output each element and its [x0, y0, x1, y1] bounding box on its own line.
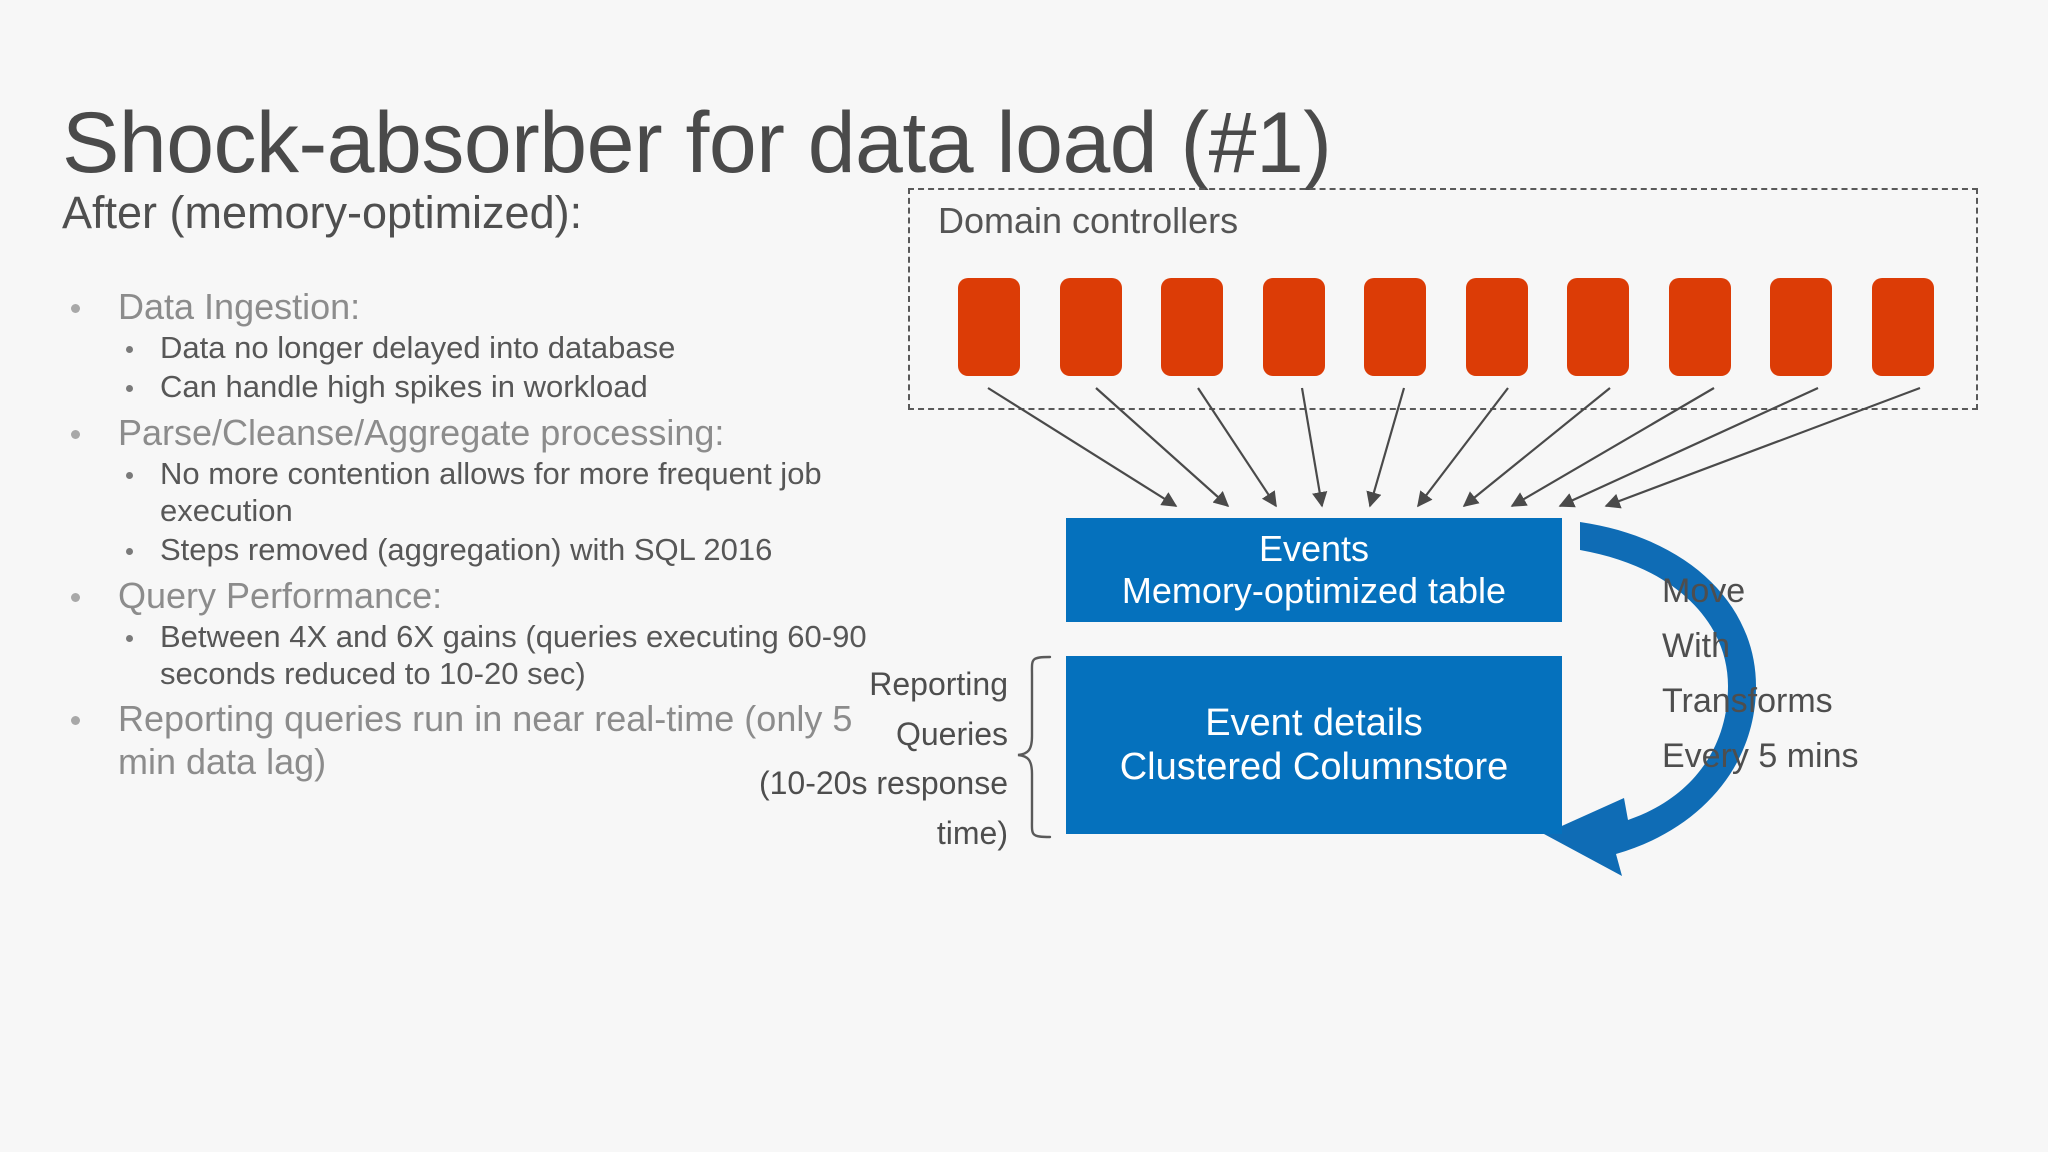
sub-bullet-list: No more contention allows for more frequ…: [118, 456, 882, 569]
sub-bullet-dot-icon: [126, 547, 133, 555]
architecture-diagram: Domain controllers: [759, 170, 2020, 1120]
bullet-item-data-ingestion: Data Ingestion: Data no longer delayed i…: [62, 286, 882, 406]
details-box-line2: Clustered Columnstore: [1119, 746, 1509, 788]
reporting-annotation-line2: Queries: [895, 715, 1008, 752]
domain-controller-node-icon: [1871, 278, 1934, 376]
bullet-item-parse-cleanse-aggregate: Parse/Cleanse/Aggregate processing: No m…: [62, 412, 882, 569]
reporting-annotation: Reporting Queries (10-20s response time): [668, 660, 1008, 858]
sub-bullet-list: Between 4X and 6X gains (queries executi…: [118, 619, 882, 693]
sub-bullet-dot-icon: [126, 346, 133, 354]
move-annotation-line4: Every 5 mins: [1662, 737, 1859, 776]
bullet-dot-icon: [71, 429, 80, 439]
bullet-item-reporting-queries: Reporting queries run in near real-time …: [62, 698, 882, 782]
sub-bullet-list: Data no longer delayed into database Can…: [118, 330, 882, 406]
sub-bullet-item: Can handle high spikes in workload: [118, 369, 882, 406]
sub-bullet-label: Between 4X and 6X gains (queries executi…: [160, 618, 867, 691]
sub-bullet-label: Steps removed (aggregation) with SQL 201…: [160, 531, 773, 567]
bullet-item-query-performance: Query Performance: Between 4X and 6X gai…: [62, 575, 882, 693]
sub-bullet-dot-icon: [126, 472, 133, 480]
move-annotation-line1: Move: [1662, 572, 1746, 610]
move-annotation-line2: With: [1662, 627, 1730, 666]
details-box-line1: Event details: [1205, 701, 1423, 744]
bullet-list: Data Ingestion: Data no longer delayed i…: [62, 286, 882, 783]
left-content-column: After (memory-optimized): Data Ingestion…: [62, 186, 882, 787]
domain-controller-node-icon: [1262, 278, 1325, 376]
domain-controller-node-icon: [1161, 278, 1224, 376]
sub-bullet-item: Between 4X and 6X gains (queries executi…: [118, 619, 882, 693]
sub-bullet-dot-icon: [126, 634, 133, 642]
domain-controllers-label: Domain controllers: [938, 200, 1239, 241]
domain-controller-node-icon: [1668, 278, 1731, 376]
domain-controller-node-icon: [958, 278, 1020, 376]
reporting-annotation-line4: time): [936, 814, 1008, 851]
bullet-dot-icon: [71, 592, 80, 602]
sub-bullet-item: Data no longer delayed into database: [118, 330, 882, 367]
events-table-box: Events Memory-optimized table: [1066, 518, 1562, 622]
bullet-label: Reporting queries run in near real-time …: [118, 698, 853, 782]
move-annotation: Move With Transforms Every 5 mins: [1662, 564, 1859, 784]
domain-controller-node-icon: [1364, 278, 1427, 376]
events-box-line1: Events: [1258, 528, 1370, 570]
sub-bullet-label: Can handle high spikes in workload: [160, 368, 648, 404]
sub-bullet-item: Steps removed (aggregation) with SQL 201…: [118, 532, 882, 569]
sub-bullet-label: Data no longer delayed into database: [160, 330, 676, 366]
domain-controller-node-icon: [1567, 278, 1630, 376]
domain-controller-node-icon: [1465, 278, 1528, 376]
bullet-label: Parse/Cleanse/Aggregate processing:: [118, 411, 725, 453]
bullet-dot-icon: [71, 716, 80, 726]
page-title: Shock-absorber for data load (#1): [62, 94, 1332, 191]
reporting-annotation-line3: (10-20s response: [758, 765, 1008, 802]
sub-bullet-item: No more contention allows for more frequ…: [118, 456, 882, 530]
bullet-label: Data Ingestion:: [118, 286, 361, 327]
bullet-label: Query Performance:: [118, 574, 443, 616]
event-details-box: Event details Clustered Columnstore: [1066, 656, 1562, 834]
reporting-brace: [1017, 655, 1052, 839]
move-annotation-line3: Transforms: [1662, 682, 1833, 721]
sub-bullet-label: No more contention allows for more frequ…: [160, 455, 822, 528]
section-subtitle: After (memory-optimized):: [62, 187, 583, 238]
domain-controller-row: [958, 278, 1934, 376]
reporting-annotation-line1: Reporting: [869, 666, 1008, 702]
domain-controller-node-icon: [1770, 278, 1833, 376]
sub-bullet-dot-icon: [126, 385, 133, 393]
bullet-dot-icon: [71, 304, 80, 313]
domain-controller-node-icon: [1059, 278, 1122, 376]
events-box-line2: Memory-optimized table: [1121, 570, 1507, 611]
